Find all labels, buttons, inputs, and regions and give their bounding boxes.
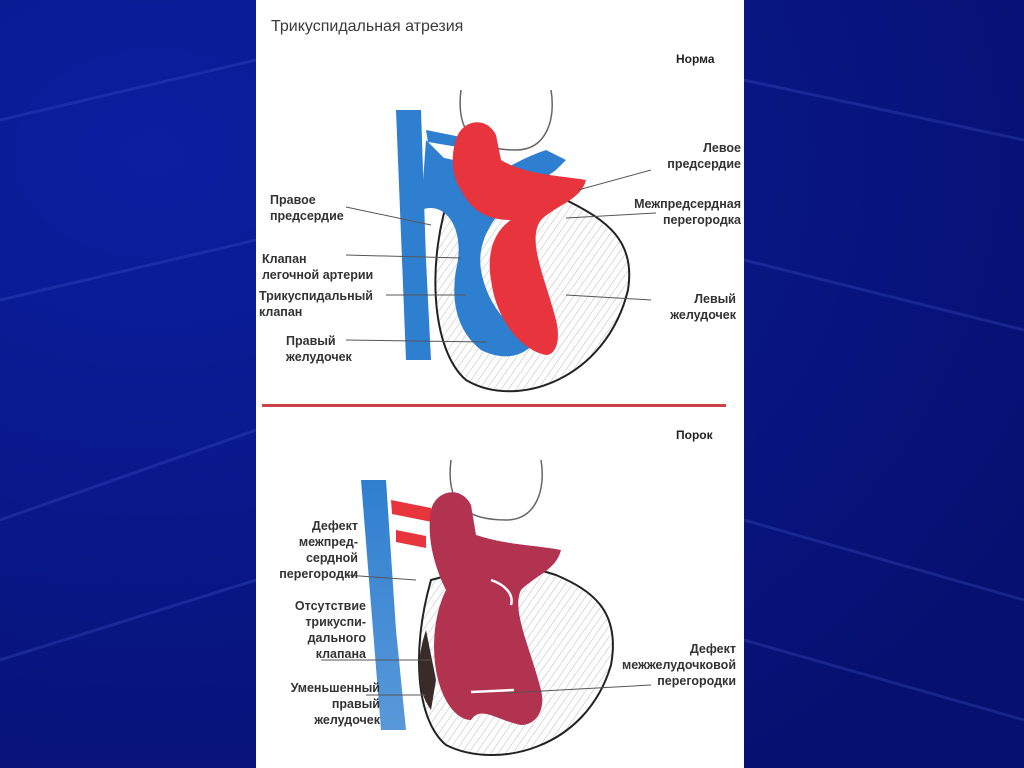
normal-heart-illustration: [345, 89, 657, 393]
right-heart-blue: [421, 140, 566, 357]
diagram-title: Трикуспидальная атрезия: [271, 18, 464, 35]
normal-heading: Норма: [676, 52, 715, 66]
label-interatrial-septum: Межпредсердная перегородка: [634, 197, 741, 227]
aorta-outline: [449, 459, 543, 521]
label-tricuspid-valve: Трикуспидальный клапан: [259, 289, 373, 319]
small-right-ventricle: [419, 630, 436, 710]
section-divider: [262, 404, 726, 407]
label-atrial-septal-defect: Дефект межпред- сердной перегородки: [279, 519, 358, 581]
label-small-right-ventricle: Уменьшенный правый желудочек: [290, 681, 380, 727]
label-right-atrium: Правое предсердие: [270, 193, 344, 223]
label-left-ventricle: Левый желудочек: [670, 292, 736, 322]
defect-heading: Порок: [676, 428, 713, 442]
vena-cava: [396, 110, 431, 360]
label-ventricular-septal-defect: Дефект межжелудочковой перегородки: [621, 642, 736, 688]
label-right-ventricle: Правый желудочек: [286, 334, 352, 364]
label-left-atrium: Левое предсердие: [667, 141, 741, 171]
mixed-blood-chambers: [429, 492, 561, 725]
label-pulmonary-valve: Клапан легочной артерии: [262, 252, 374, 282]
defect-heart-illustration: [321, 459, 652, 756]
vena-cava: [361, 480, 406, 730]
label-no-tricuspid-valve: Отсутствие трикуспи- дального клапана: [294, 599, 366, 661]
left-heart-red: [452, 122, 586, 356]
diagram-card: Трикуспидальная атрезия Норма: [256, 0, 744, 768]
